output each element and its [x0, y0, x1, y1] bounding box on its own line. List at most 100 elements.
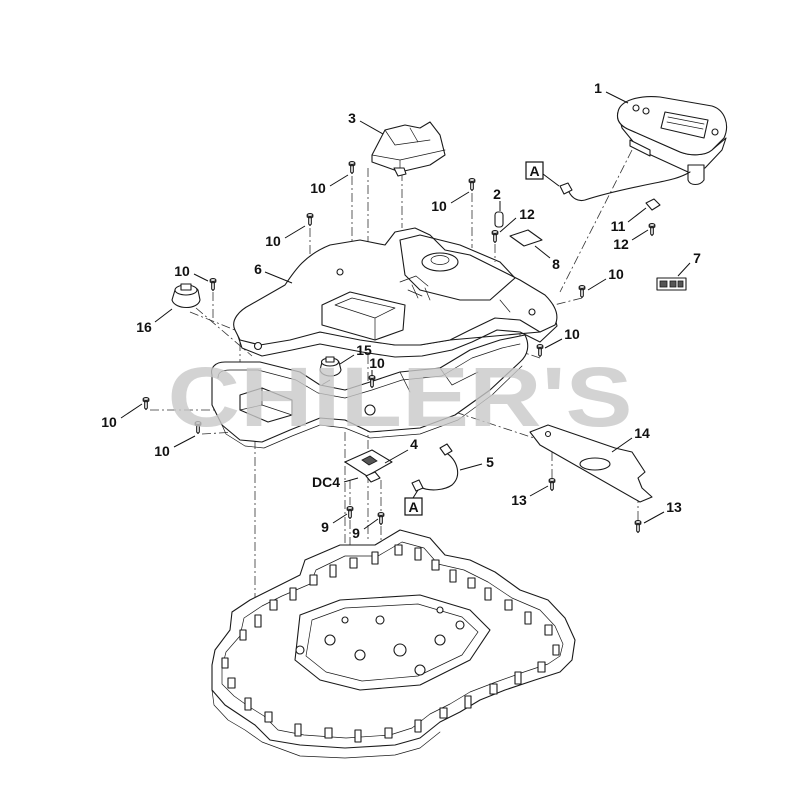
- callout-part-9: 9: [321, 519, 329, 535]
- display-cable: [542, 171, 691, 202]
- chassis-boss: [414, 664, 426, 676]
- chassis-peg: [349, 557, 358, 569]
- chassis-peg: [431, 559, 440, 571]
- leader-line: [384, 449, 409, 464]
- display-stand: [687, 164, 705, 186]
- lower-plate: [211, 334, 529, 449]
- leader-line: [611, 437, 633, 453]
- ref-a-top-box: [525, 161, 544, 180]
- cable-connector: [559, 182, 573, 195]
- leader-line: [193, 273, 209, 282]
- bracket-detail: [371, 127, 446, 173]
- knob-cap: [180, 283, 192, 291]
- lower-plate-rim: [217, 343, 521, 399]
- display-button: [642, 107, 650, 115]
- callout-dc4: DC4: [312, 474, 340, 490]
- cover-plate-slot: [399, 275, 429, 297]
- cover-plate-hole: [253, 341, 263, 351]
- chassis-peg: [309, 574, 318, 586]
- screw-10: [209, 278, 217, 292]
- knob-part-16: [171, 283, 201, 309]
- callout-labels: 1 3 10 A 2 10 12 11 12 10 8 7 10 6 10 16…: [101, 80, 701, 541]
- display-button: [632, 104, 640, 112]
- chassis-peg: [269, 599, 278, 611]
- screw-10: [348, 161, 356, 175]
- leader-line: [363, 518, 379, 530]
- screw-12: [491, 230, 499, 244]
- lower-plate-edge: [221, 365, 523, 449]
- label-print: [659, 280, 668, 288]
- chassis-peg: [294, 723, 302, 737]
- screw-10: [142, 397, 150, 411]
- callout-part-12: 12: [519, 206, 535, 222]
- chassis-boss: [354, 649, 366, 661]
- chassis-boss: [324, 634, 336, 646]
- display-unit-part-1: [616, 96, 728, 186]
- chassis-peg: [239, 629, 247, 641]
- label-print: [669, 280, 677, 288]
- leader-line: [587, 278, 607, 291]
- label-print: [677, 280, 684, 288]
- chassis-boss: [436, 606, 444, 614]
- chassis-peg: [384, 727, 393, 739]
- screw-9: [377, 512, 385, 526]
- chassis-peg: [489, 683, 498, 695]
- chassis-peg: [552, 644, 560, 656]
- chassis-peg: [254, 614, 262, 628]
- callout-part-13: 13: [666, 499, 682, 515]
- chassis-peg: [544, 624, 553, 636]
- callout-part-6: 6: [254, 261, 262, 277]
- screw-12: [648, 223, 656, 237]
- leader-line: [459, 463, 483, 471]
- leader-line: [627, 207, 647, 223]
- callout-part-16: 16: [136, 319, 152, 335]
- chassis-boss: [434, 634, 446, 646]
- cover-plate-raised-area: [399, 234, 516, 301]
- leader-line: [450, 191, 470, 204]
- leader-line: [120, 403, 143, 419]
- lower-plate-pocket-inner: [239, 387, 293, 416]
- chassis-peg: [449, 569, 457, 583]
- leader-line: [534, 245, 551, 259]
- cable-connector: [439, 443, 453, 456]
- assembly-line: [201, 431, 237, 435]
- lower-plate-ridge: [399, 367, 479, 393]
- leader-line: [359, 120, 384, 135]
- chassis-boss: [375, 615, 385, 625]
- chassis-outline: [211, 529, 576, 749]
- cover-plate-part-6: [233, 227, 558, 358]
- plate-part-14: [529, 424, 653, 503]
- screw-10: [306, 213, 314, 227]
- display-button: [711, 128, 719, 136]
- screw-10: [578, 285, 586, 299]
- chassis-peg: [504, 599, 513, 611]
- board-part-4: [344, 449, 393, 483]
- bracket-foot: [393, 167, 407, 177]
- leader-line: [643, 511, 665, 524]
- callout-part-5: 5: [486, 454, 494, 470]
- callout-part-14: 14: [634, 425, 650, 441]
- callout-leaders: [120, 91, 691, 530]
- board-chip: [361, 455, 378, 466]
- chassis-peg: [324, 727, 333, 739]
- callout-part-2: 2: [493, 186, 501, 202]
- chassis-peg: [414, 547, 422, 561]
- callout-screw-10: 10: [101, 414, 117, 430]
- chassis-peg: [221, 657, 229, 669]
- chassis-peg: [244, 697, 252, 711]
- leader-line: [631, 229, 649, 241]
- assembly-line: [195, 307, 253, 357]
- assembly-line: [454, 411, 541, 441]
- display-clip: [629, 139, 651, 157]
- cover-plate-tab: [411, 284, 511, 313]
- callout-part-7: 7: [693, 250, 701, 266]
- knob-cap: [325, 356, 335, 363]
- callout-screw-10: 10: [608, 266, 624, 282]
- leader-line: [173, 435, 196, 448]
- cover-plate-center-box-top: [334, 297, 396, 341]
- callout-part-13: 13: [511, 492, 527, 508]
- callout-screw-10: 10: [174, 263, 190, 279]
- cover-plate-hole: [336, 268, 344, 276]
- chassis-peg: [329, 564, 337, 578]
- chassis-peg: [371, 551, 379, 565]
